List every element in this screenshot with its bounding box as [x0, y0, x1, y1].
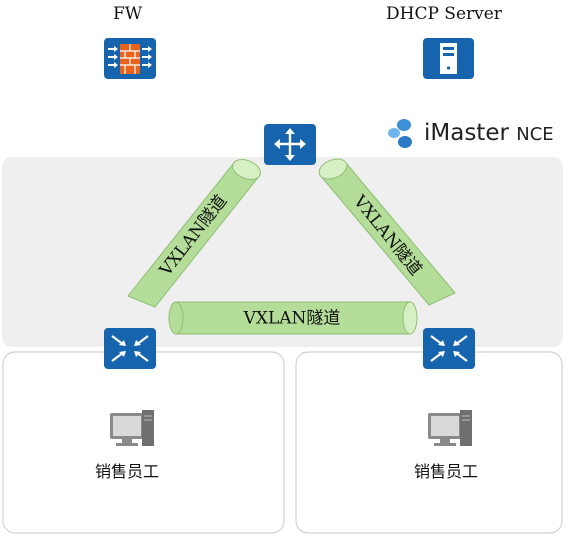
pc-label-left: 销售员工: [95, 462, 160, 481]
dhcp-server-label: DHCP Server: [386, 4, 502, 24]
pc-icon-left: [110, 410, 154, 446]
pc-label-right: 销售员工: [414, 462, 479, 481]
firewall-icon: [104, 38, 156, 79]
site-box-right: [295, 351, 563, 534]
fw-label: FW: [113, 4, 143, 24]
switch-icon-right: [423, 328, 475, 369]
router-icon: [264, 124, 316, 165]
brand-name: iMaster: [424, 120, 509, 146]
switch-icon-left: [104, 328, 156, 369]
brand-suffix: NCE: [516, 124, 554, 145]
imaster-nce-brand: iMaster NCE: [386, 116, 554, 150]
pc-icon-right: [428, 410, 472, 446]
tunnel-label-bottom: VXLAN隧道: [243, 309, 341, 329]
imaster-logo-icon: [388, 119, 412, 148]
vxlan-tunnel-bottom: VXLAN隧道: [168, 301, 418, 335]
server-icon: [423, 38, 474, 79]
